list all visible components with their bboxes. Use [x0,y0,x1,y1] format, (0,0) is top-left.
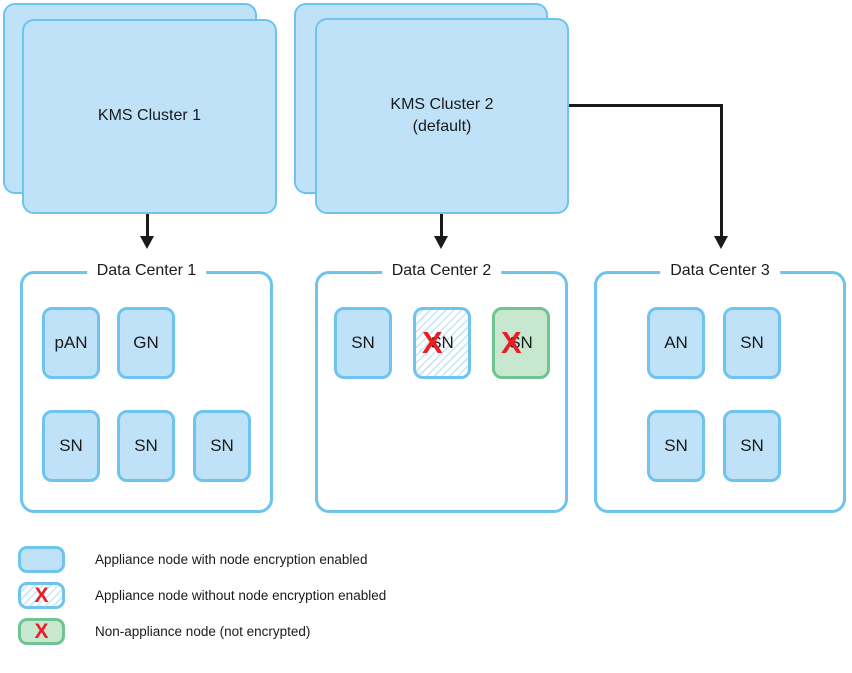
node-label: SN [351,333,375,352]
kms-cluster-1-label: KMS Cluster 1 [97,107,202,125]
red-x-mark: X [34,584,49,607]
node-label: pAN [54,333,88,352]
node-sn: SN [193,410,251,482]
data-center-3-title: Data Center 3 [660,262,780,280]
legend-item-non-appliance: X Non-appliance node (not encrypted) [18,618,310,645]
connector-cluster2-dc3-vertical [720,104,723,237]
node-sn-non-appliance: SN X [492,307,550,379]
node-sn-unencrypted: SN X [413,307,471,379]
legend-item-unencrypted-appliance: X Appliance node without node encryption… [18,582,386,609]
node-sn: SN [647,410,705,482]
node-sn: SN [723,410,781,482]
node-label: SN [59,436,83,455]
node-label: SN [740,333,764,352]
node-gn: GN [117,307,175,379]
connector-cluster2-dc2 [440,214,443,237]
node-label: SN [210,436,234,455]
arrowhead-dc3 [714,236,728,249]
arrowhead-dc2 [434,236,448,249]
legend-item-encrypted-appliance: Appliance node with node encryption enab… [18,546,367,573]
legend-swatch-unencrypted-appliance: X [18,582,65,609]
node-label: GN [133,333,159,352]
node-sn: SN [723,307,781,379]
data-center-2-title: Data Center 2 [381,262,502,280]
arrowhead-dc1 [140,236,154,249]
node-label: SN [740,436,764,455]
node-an: AN [647,307,705,379]
node-label: SN [134,436,158,455]
kms-cluster-2-sublabel: (default) [412,118,472,135]
connector-cluster1-dc1 [146,214,149,237]
node-pan: pAN [42,307,100,379]
red-x-mark: X [34,620,49,643]
kms-cluster-2: KMS Cluster 2 (default) [315,18,569,214]
node-label: SN [509,333,533,352]
legend-label: Appliance node without node encryption e… [95,588,387,603]
node-label: SN [430,333,454,352]
data-center-2: Data Center 2 SN SN X SN X [315,262,568,513]
node-sn: SN [117,410,175,482]
legend-swatch-non-appliance: X [18,618,65,645]
node-sn: SN [334,307,392,379]
kms-cluster-1: KMS Cluster 1 [22,19,277,214]
node-label: SN [664,436,688,455]
data-center-1: Data Center 1 pAN GN SN SN SN [20,262,273,513]
connector-cluster2-dc3-horizontal [569,104,722,107]
legend-label: Non-appliance node (not encrypted) [95,624,311,639]
node-sn: SN [42,410,100,482]
data-center-3: Data Center 3 AN SN SN SN [594,262,846,513]
legend-swatch-encrypted-appliance [18,546,65,573]
kms-cluster-2-label: KMS Cluster 2 [390,95,494,113]
node-label: AN [664,333,688,352]
legend-label: Appliance node with node encryption enab… [95,552,368,567]
data-center-1-title: Data Center 1 [86,262,207,280]
